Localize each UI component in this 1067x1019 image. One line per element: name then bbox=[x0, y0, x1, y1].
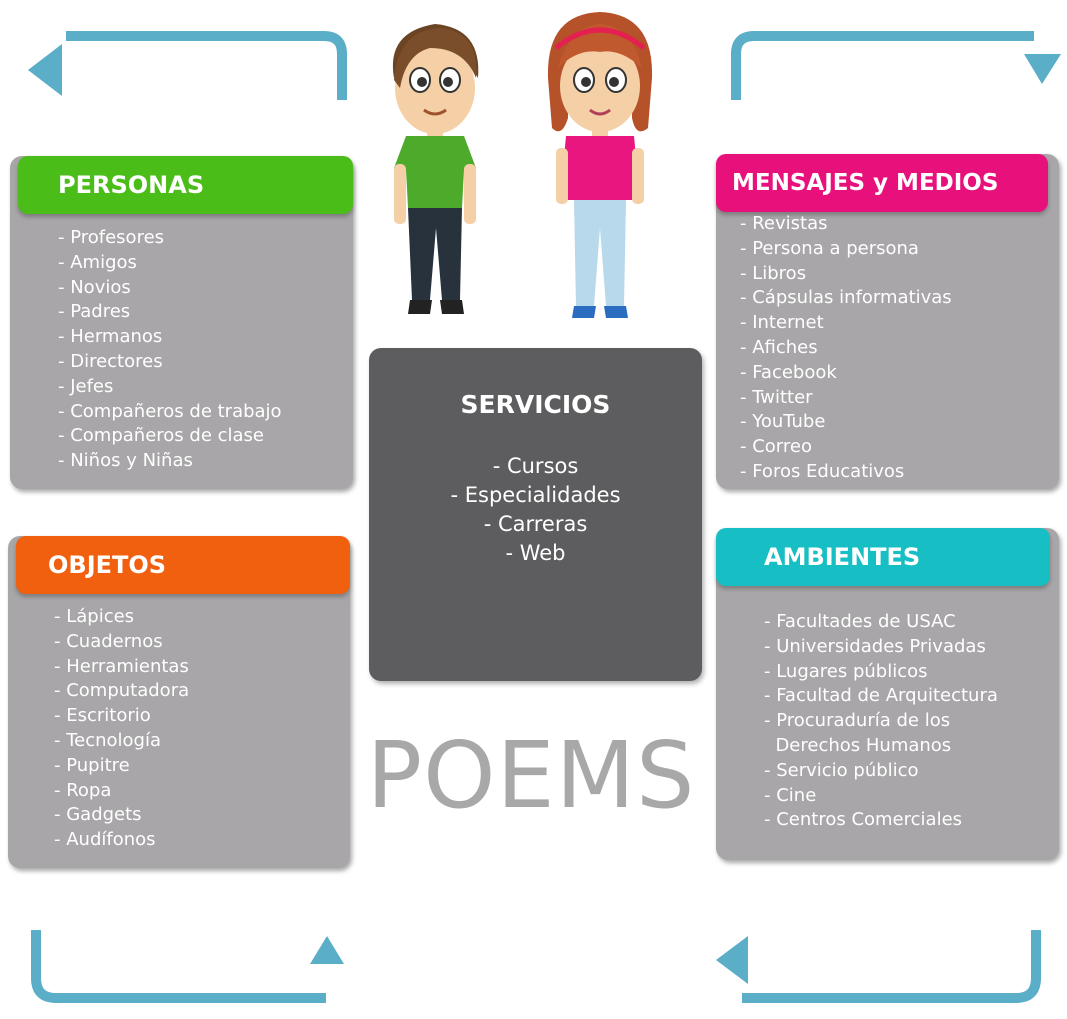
list-item: - Compañeros de clase bbox=[58, 425, 264, 447]
ambientes-card: AMBIENTES - Facultades de USAC - Univers… bbox=[716, 528, 1059, 860]
list-item: - Niños y Niñas bbox=[58, 450, 193, 472]
boy-illustration bbox=[392, 24, 479, 314]
list-item: - Libros bbox=[740, 262, 807, 284]
list-item: - Facultad de Arquitectura bbox=[764, 685, 998, 707]
list-item: - Internet bbox=[740, 312, 824, 334]
servicios-title: SERVICIOS bbox=[460, 390, 611, 419]
list-item: - Compañeros de trabajo bbox=[58, 400, 282, 422]
list-item: - Ropa bbox=[54, 779, 112, 801]
list-item: - Lápices bbox=[54, 606, 135, 627]
cycle-arrow-top-left-icon bbox=[28, 27, 351, 109]
list-item: - Padres bbox=[58, 301, 131, 323]
cycle-arrow-bottom-left-icon bbox=[27, 921, 344, 1007]
list-item: - Facebook bbox=[740, 361, 837, 383]
list-item: - Computadora bbox=[54, 680, 190, 702]
cycle-arrow-top-right-icon bbox=[727, 27, 1061, 109]
list-item: Derechos Humanos bbox=[764, 734, 952, 756]
list-item: - Novios bbox=[58, 276, 131, 298]
list-item: - Universidades Privadas bbox=[764, 635, 986, 657]
list-item: - Audífonos bbox=[54, 829, 156, 851]
list-item: - Hermanos bbox=[58, 326, 163, 348]
list-item: - Jefes bbox=[58, 375, 114, 397]
list-item: - Web bbox=[505, 541, 566, 565]
girl-illustration bbox=[547, 12, 653, 318]
list-item: - Cursos bbox=[492, 454, 579, 478]
personas-header: PERSONAS bbox=[18, 156, 353, 214]
list-item: - Foros Educativos bbox=[740, 460, 905, 482]
list-item: - Profesores bbox=[58, 227, 165, 248]
list-item: - Pupitre bbox=[54, 754, 130, 776]
list-item: - Amigos bbox=[58, 251, 137, 273]
mensajes-title: MENSAJES y MEDIOS bbox=[732, 170, 999, 196]
list-item: - Lugares públicos bbox=[764, 660, 928, 682]
personas-card: PERSONAS - Profesores - Amigos - Novios … bbox=[10, 156, 353, 489]
objetos-card: OBJETOS - Lápices - Cuadernos - Herramie… bbox=[8, 536, 350, 868]
list-item: - Revistas bbox=[740, 213, 828, 234]
list-item: - Herramientas bbox=[54, 655, 189, 677]
list-item: - YouTube bbox=[740, 411, 826, 433]
list-item: - Tecnología bbox=[54, 729, 162, 751]
list-item: - Cine bbox=[764, 784, 817, 806]
list-item: - Especialidades bbox=[450, 483, 621, 507]
list-item: - Escritorio bbox=[54, 705, 151, 727]
ambientes-title: AMBIENTES bbox=[764, 543, 921, 571]
list-item: - Servicio público bbox=[764, 759, 919, 781]
list-item: - Twitter bbox=[740, 386, 813, 408]
list-item: - Carreras bbox=[483, 512, 588, 536]
list-item: - Persona a persona bbox=[740, 237, 919, 259]
personas-list: - Profesores - Amigos - Novios - Padres … bbox=[58, 226, 282, 474]
mensajes-card: MENSAJES y MEDIOS - Revistas - Persona a… bbox=[716, 154, 1059, 489]
poems-title: POEMS bbox=[366, 722, 696, 829]
list-item: - Gadgets bbox=[54, 804, 142, 826]
mensajes-list: - Revistas - Persona a persona - Libros … bbox=[740, 212, 952, 485]
servicios-list: - Cursos - Especialidades - Carreras - W… bbox=[369, 452, 702, 568]
servicios-card: SERVICIOS - Cursos - Especialidades - Ca… bbox=[369, 348, 702, 681]
list-item: - Facultades de USAC bbox=[764, 611, 956, 632]
list-item: - Afiches bbox=[740, 336, 818, 358]
list-item: - Cuadernos bbox=[54, 630, 163, 652]
mensajes-header: MENSAJES y MEDIOS bbox=[716, 154, 1048, 212]
list-item: - Procuraduría de los bbox=[764, 710, 951, 732]
list-item: - Centros Comerciales bbox=[764, 809, 963, 831]
cycle-arrow-bottom-right-icon bbox=[716, 921, 1045, 1007]
personas-title: PERSONAS bbox=[58, 171, 205, 199]
objetos-header: OBJETOS bbox=[16, 536, 350, 594]
objetos-title: OBJETOS bbox=[48, 551, 167, 579]
ambientes-header: AMBIENTES bbox=[716, 528, 1050, 586]
list-item: - Correo bbox=[740, 436, 812, 458]
list-item: - Directores bbox=[58, 350, 163, 372]
objetos-list: - Lápices - Cuadernos - Herramientas - C… bbox=[54, 605, 189, 853]
list-item: - Cápsulas informativas bbox=[740, 287, 952, 309]
ambientes-list: - Facultades de USAC - Universidades Pri… bbox=[764, 610, 998, 833]
